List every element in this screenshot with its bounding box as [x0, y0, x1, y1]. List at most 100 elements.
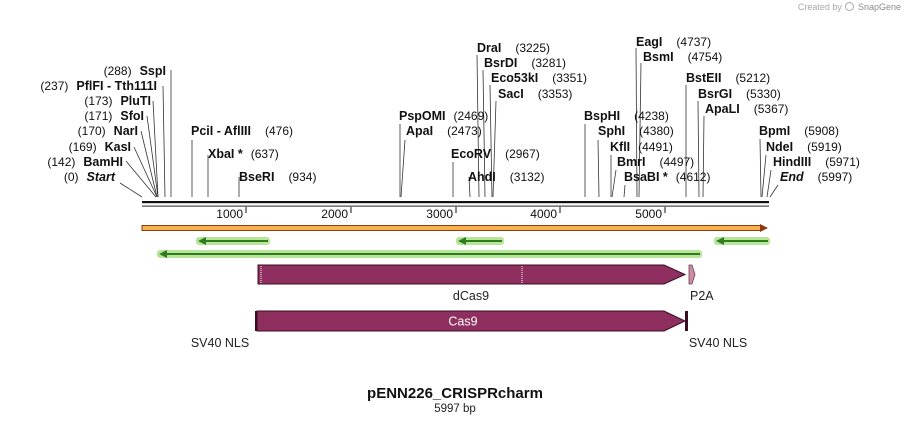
enzyme-eagi-pos: (4737)	[676, 35, 711, 49]
enzyme-sfoi[interactable]: (171)SfoI	[84, 109, 144, 123]
enzyme-ahdi-name: AhdI	[468, 170, 496, 184]
enzyme-ndei[interactable]: NdeI (5919)	[766, 140, 842, 154]
enzyme-saci-name: SacI	[498, 87, 524, 101]
enzyme-xbai[interactable]: XbaI *(637)	[208, 147, 279, 161]
enzyme-bsrdi[interactable]: BsrDI(3281)	[484, 56, 566, 70]
sequence-backbone	[142, 201, 769, 207]
enzyme-bsphi[interactable]: BspHI(4238)	[584, 109, 669, 123]
enzyme-eco53ki-name: Eco53kI	[491, 71, 538, 85]
orange-feature-arrow[interactable]	[141, 224, 768, 232]
cas9-feature[interactable]: Cas9	[256, 310, 687, 332]
enzyme-sfoi-name: SfoI	[120, 109, 144, 123]
enzyme-apai[interactable]: ApaI(2473)	[406, 124, 482, 138]
sv40-nls-left-feature[interactable]: SV40 NLS	[191, 311, 257, 350]
enzyme-afliii-name: AflIII	[224, 124, 251, 138]
enzyme-bsteii[interactable]: BstEII(5212)	[686, 71, 770, 85]
enzyme-start-name: Start	[87, 170, 116, 184]
enzyme-ecorv-name: EcoRV	[451, 147, 492, 161]
enzyme-ndei-name: NdeI	[766, 140, 793, 154]
enzyme-kfli-name: KflI	[610, 140, 630, 154]
enzyme-ecorv-pos: (2967)	[505, 147, 540, 161]
enzyme-pspomi[interactable]: PspOMI(2469)	[399, 109, 488, 123]
enzyme-start-pos: (0)	[64, 170, 79, 184]
enzyme-sphi-name: SphI	[598, 124, 625, 138]
enzyme-pcii-name: PciI	[191, 124, 213, 138]
enzyme-bmri-name: BmrI	[617, 155, 645, 169]
enzyme-end-name: End	[780, 170, 804, 184]
enzyme-eagi-name: EagI	[636, 35, 662, 49]
enzyme-bsphi-name: BspHI	[584, 109, 620, 123]
tick-label-4000: 4000	[530, 207, 557, 221]
enzyme-bpmi[interactable]: BpmI (5908)	[759, 124, 839, 138]
snapgene-credit: Created by SnapGene	[798, 2, 901, 12]
scale-tick-labels: 1000 2000 3000 4000 5000	[216, 207, 662, 221]
enzyme-ahdi-pos: (3132)	[510, 170, 545, 184]
enzyme-pspomi-name: PspOMI	[399, 109, 446, 123]
enzyme-kfli-pos: (4491)	[638, 140, 673, 154]
enzyme-ecorv[interactable]: EcoRV (2967)	[451, 147, 540, 161]
enzyme-hindiii-pos: (5971)	[825, 155, 860, 169]
enzyme-bsrgi-pos: (5330)	[746, 87, 781, 101]
enzyme-bamhi-name: BamHI	[83, 155, 123, 169]
enzyme-bsteii-pos: (5212)	[735, 71, 770, 85]
enzyme-bamhi-pos: (142)	[47, 155, 75, 169]
enzyme-bmri-pos: (4497)	[659, 155, 694, 169]
enzyme-labels: (0)Start (142)BamHI (169)KasI (170)NarI …	[40, 35, 860, 184]
enzyme-nari[interactable]: (170)NarI	[78, 124, 138, 138]
enzyme-ndei-pos: (5919)	[807, 140, 842, 154]
dcas9-feature[interactable]: dCas9	[257, 264, 687, 303]
dcas9-label: dCas9	[453, 289, 489, 303]
enzyme-pcii-sep: -	[213, 124, 224, 138]
enzyme-sphi[interactable]: SphI (4380)	[598, 124, 674, 138]
enzyme-drai[interactable]: DraI(3225)	[477, 41, 550, 55]
p2a-label: P2A	[690, 289, 714, 303]
enzyme-bsabi[interactable]: BsaBI *(4612)	[624, 170, 710, 184]
enzyme-bseri[interactable]: BseRI(934)	[239, 170, 316, 184]
tick-label-2000: 2000	[321, 207, 348, 221]
enzyme-bpmi-pos: (5908)	[804, 124, 839, 138]
enzyme-pcii-afliii[interactable]: PciI - AflIII (476)	[191, 124, 293, 138]
enzyme-tth111i-name: Tth111I	[115, 79, 157, 93]
enzyme-pflfi-pos: (237)	[40, 79, 68, 93]
credit-brand: SnapGene	[857, 2, 901, 12]
enzyme-bsrgi[interactable]: BsrGI (5330)	[698, 87, 781, 101]
enzyme-bamhi[interactable]: (142) BamHI	[47, 155, 123, 169]
enzyme-pflfi-sep: -	[104, 79, 115, 93]
green-feature-arrows[interactable]	[157, 237, 770, 258]
enzyme-start[interactable]: (0) Start	[64, 170, 116, 184]
enzyme-bsmi[interactable]: BsmI(4754)	[643, 50, 722, 64]
enzyme-pcii-pos: (476)	[265, 124, 293, 138]
enzyme-saci-pos: (3353)	[538, 87, 573, 101]
enzyme-end-pos: (5997)	[818, 170, 853, 184]
tick-label-1000: 1000	[216, 207, 243, 221]
enzyme-bsrdi-name: BsrDI	[484, 56, 517, 70]
enzyme-apali[interactable]: ApaLI(5367)	[705, 102, 788, 116]
enzyme-kfli[interactable]: KflI (4491)	[610, 140, 673, 154]
sv40-nls-right-feature[interactable]: SV40 NLS	[685, 311, 747, 350]
enzyme-bmri[interactable]: BmrI (4497)	[617, 155, 694, 169]
enzyme-bpmi-name: BpmI	[759, 124, 790, 138]
enzyme-saci[interactable]: SacI (3353)	[498, 87, 572, 101]
credit-prefix: Created by	[797, 2, 842, 12]
sv40-nls-right-label: SV40 NLS	[689, 336, 747, 350]
enzyme-hindiii[interactable]: HindIII(5971)	[773, 155, 860, 169]
tick-label-3000: 3000	[426, 207, 453, 221]
enzyme-nari-name: NarI	[114, 124, 138, 138]
enzyme-eco53ki[interactable]: Eco53kI (3351)	[491, 71, 587, 85]
enzyme-sspi[interactable]: (288)SspI	[104, 64, 166, 78]
enzyme-ahdi[interactable]: AhdI (3132)	[468, 170, 544, 184]
enzyme-pflfi-tth111i[interactable]: (237)PflFI - Tth111I	[40, 79, 157, 93]
enzyme-pluti[interactable]: (173)PluTI	[84, 94, 151, 108]
enzyme-sphi-pos: (4380)	[639, 124, 674, 138]
enzyme-end[interactable]: End (5997)	[780, 170, 852, 184]
enzyme-bseri-name: BseRI	[239, 170, 274, 184]
sv40-nls-left-label: SV40 NLS	[191, 336, 249, 350]
p2a-feature[interactable]: P2A	[688, 264, 714, 303]
enzyme-bsrgi-name: BsrGI	[698, 87, 732, 101]
enzyme-apali-pos: (5367)	[754, 102, 789, 116]
enzyme-kasi[interactable]: (169)KasI	[69, 140, 131, 154]
enzyme-bsmi-pos: (4754)	[688, 50, 723, 64]
enzyme-eagi[interactable]: EagI (4737)	[636, 35, 711, 49]
enzyme-eco53ki-pos: (3351)	[552, 71, 587, 85]
